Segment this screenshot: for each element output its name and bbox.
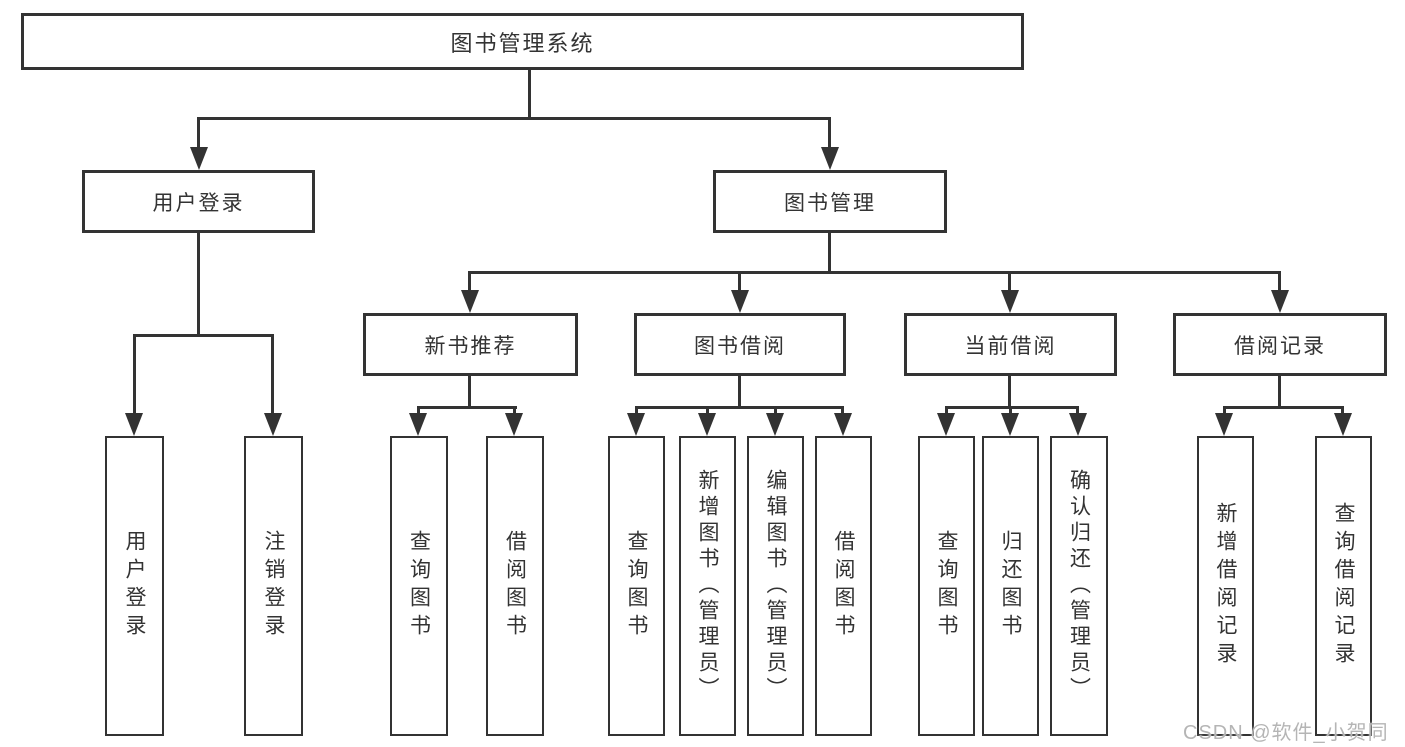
node-book-management: 图书管理 xyxy=(713,170,947,233)
arrowhead-add-borrow-record xyxy=(1215,413,1233,436)
leaf-add-book-admin: 新增图书（管理员） xyxy=(679,436,736,736)
connector-drop-query-books-2 xyxy=(635,406,638,415)
connector-drop-book-borrow xyxy=(738,271,741,292)
arrowhead-query-books-3 xyxy=(937,413,955,436)
arrowhead-user-login xyxy=(190,147,208,170)
leaf-borrow-books-1: 借阅图书 xyxy=(486,436,544,736)
leaf-query-borrow-record: 查询借阅记录 xyxy=(1315,436,1372,736)
arrowhead-edit-book xyxy=(766,413,784,436)
arrowhead-new-book xyxy=(461,290,479,313)
arrowhead-leaf-logout xyxy=(264,413,282,436)
leaf-add-borrow-record-label: 新增借阅记录 xyxy=(1214,502,1238,670)
node-root-label: 图书管理系统 xyxy=(450,30,595,56)
leaf-query-books-3: 查询图书 xyxy=(918,436,975,736)
connector-drop-confirm-return xyxy=(1076,406,1079,415)
leaf-query-borrow-record-label: 查询借阅记录 xyxy=(1332,502,1356,670)
leaf-borrow-books-2-label: 借阅图书 xyxy=(832,530,856,642)
leaf-add-borrow-record: 新增借阅记录 xyxy=(1197,436,1254,736)
connector-book-borrow-rail xyxy=(635,406,844,409)
connector-book-borrow-stem xyxy=(738,376,741,408)
node-book-borrow: 图书借阅 xyxy=(634,313,846,376)
connector-drop-query-books-1 xyxy=(417,406,420,415)
connector-level1-rail xyxy=(197,117,831,120)
connector-drop-borrow-records xyxy=(1278,271,1281,292)
leaf-query-books-2: 查询图书 xyxy=(608,436,665,736)
arrowhead-query-books-1 xyxy=(409,413,427,436)
node-borrow-records: 借阅记录 xyxy=(1173,313,1387,376)
leaf-query-books-1: 查询图书 xyxy=(390,436,448,736)
connector-book-management-stem xyxy=(828,232,831,273)
connector-drop-add-book xyxy=(706,406,709,415)
connector-new-book-stem xyxy=(468,376,471,408)
connector-drop-leaf-logout xyxy=(271,334,274,414)
arrowhead-add-book xyxy=(698,413,716,436)
leaf-return-book: 归还图书 xyxy=(982,436,1039,736)
leaf-query-books-1-label: 查询图书 xyxy=(407,530,431,642)
watermark: CSDN @软件_小贺同学 xyxy=(1183,722,1389,744)
connector-drop-book-management xyxy=(828,117,831,150)
leaf-user-login: 用户登录 xyxy=(105,436,164,736)
connector-drop-return-book xyxy=(1009,406,1012,415)
arrowhead-leaf-user-login xyxy=(125,413,143,436)
node-current-borrow: 当前借阅 xyxy=(904,313,1117,376)
node-user-login: 用户登录 xyxy=(82,170,315,233)
connector-user-login-rail xyxy=(133,334,274,337)
connector-drop-leaf-user-login xyxy=(133,334,136,414)
leaf-edit-book-admin-label: 编辑图书（管理员） xyxy=(764,469,788,703)
connector-drop-current-borrow xyxy=(1008,271,1011,292)
connector-root-stem xyxy=(528,69,531,119)
leaf-query-books-3-label: 查询图书 xyxy=(935,530,959,642)
leaf-logout: 注销登录 xyxy=(244,436,303,736)
arrowhead-query-books-2 xyxy=(627,413,645,436)
connector-drop-borrow-books-1 xyxy=(513,406,516,415)
leaf-return-book-label: 归还图书 xyxy=(999,530,1023,642)
node-book-borrow-label: 图书借阅 xyxy=(694,334,786,358)
node-new-book-recommend-label: 新书推荐 xyxy=(424,334,517,358)
connector-borrow-records-stem xyxy=(1278,376,1281,408)
arrowhead-borrow-books-1 xyxy=(505,413,523,436)
leaf-borrow-books-1-label: 借阅图书 xyxy=(503,530,527,642)
leaf-confirm-return-admin-label: 确认归还（管理员） xyxy=(1067,469,1091,703)
node-root: 图书管理系统 xyxy=(21,13,1024,70)
connector-drop-borrow-books-2 xyxy=(841,406,844,415)
arrowhead-query-borrow-record xyxy=(1334,413,1352,436)
arrowhead-borrow-books-2 xyxy=(834,413,852,436)
connector-drop-user-login xyxy=(197,117,200,150)
leaf-user-login-label: 用户登录 xyxy=(123,530,147,642)
connector-drop-edit-book xyxy=(774,406,777,415)
node-current-borrow-label: 当前借阅 xyxy=(964,334,1057,358)
node-book-management-label: 图书管理 xyxy=(784,191,876,215)
leaf-logout-label: 注销登录 xyxy=(262,530,286,642)
arrowhead-book-management xyxy=(821,147,839,170)
connector-user-login-stem xyxy=(197,232,200,336)
arrowhead-book-borrow xyxy=(731,290,749,313)
connector-current-borrow-stem xyxy=(1008,376,1011,408)
connector-drop-query-borrow-record xyxy=(1341,406,1344,415)
node-borrow-records-label: 借阅记录 xyxy=(1234,334,1326,358)
connector-drop-add-borrow-record xyxy=(1223,406,1226,415)
connector-level2-rail xyxy=(468,271,1281,274)
leaf-borrow-books-2: 借阅图书 xyxy=(815,436,872,736)
arrowhead-return-book xyxy=(1001,413,1019,436)
connector-drop-query-books-3 xyxy=(945,406,948,415)
arrowhead-confirm-return xyxy=(1069,413,1087,436)
connector-drop-new-book xyxy=(468,271,471,292)
arrowhead-borrow-records xyxy=(1271,290,1289,313)
leaf-add-book-admin-label: 新增图书（管理员） xyxy=(696,469,720,703)
leaf-edit-book-admin: 编辑图书（管理员） xyxy=(747,436,804,736)
node-new-book-recommend: 新书推荐 xyxy=(363,313,578,376)
connector-new-book-rail xyxy=(417,406,517,409)
leaf-query-books-2-label: 查询图书 xyxy=(625,530,649,642)
connector-current-borrow-rail xyxy=(945,406,1079,409)
node-user-login-label: 用户登录 xyxy=(152,191,245,215)
leaf-confirm-return-admin: 确认归还（管理员） xyxy=(1050,436,1108,736)
connector-borrow-records-rail xyxy=(1223,406,1344,409)
arrowhead-current-borrow xyxy=(1001,290,1019,313)
